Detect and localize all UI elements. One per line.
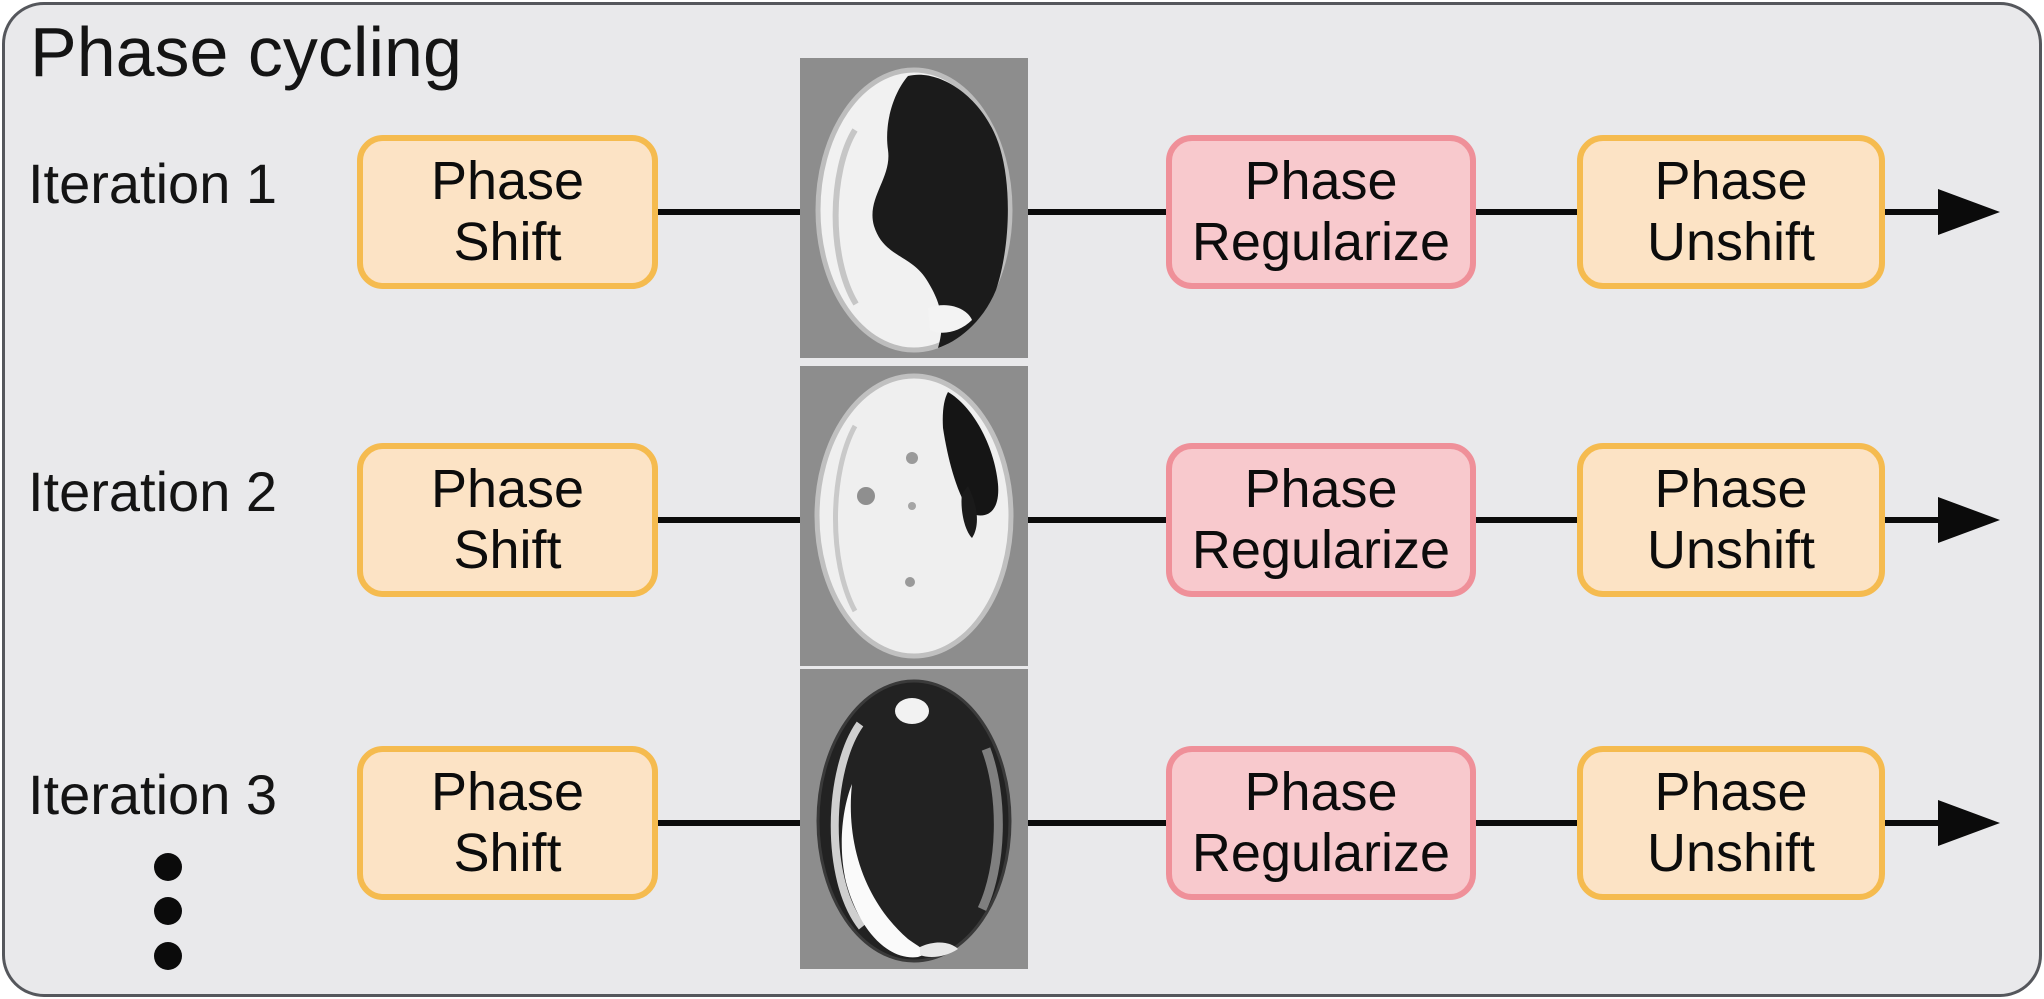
phase-regularize-label-line2: Regularize xyxy=(1191,212,1451,272)
phase-regularize-label-line1: Phase xyxy=(1244,459,1398,519)
phase-regularize-box: Phase Regularize xyxy=(1166,443,1476,597)
phase-shift-label-line1: Phase xyxy=(430,459,585,519)
phase-shift-label-line1: Phase xyxy=(430,151,585,211)
phase-shift-box: Phase Shift xyxy=(357,135,658,289)
brain-phase-map-image-3 xyxy=(800,669,1028,969)
ellipsis-dot xyxy=(154,897,182,925)
brain-phase-map-image-2 xyxy=(800,366,1028,666)
phase-unshift-box: Phase Unshift xyxy=(1577,135,1885,289)
phase-unshift-label-line2: Unshift xyxy=(1646,520,1816,580)
phase-shift-label-line1: Phase xyxy=(430,762,585,822)
phase-regularize-label-line2: Regularize xyxy=(1191,823,1451,883)
ellipsis-dot xyxy=(154,942,182,970)
arrow-right-icon xyxy=(1938,800,2000,846)
flow-line xyxy=(1476,820,1577,826)
arrow-right-icon xyxy=(1938,497,2000,543)
phase-shift-label-line2: Shift xyxy=(453,823,562,883)
phase-unshift-label-line1: Phase xyxy=(1654,151,1808,211)
flow-line xyxy=(1476,209,1577,215)
flow-line xyxy=(1885,209,1943,215)
phase-unshift-label-line1: Phase xyxy=(1654,762,1808,822)
phase-shift-label-line2: Shift xyxy=(453,520,562,580)
phase-regularize-label-line1: Phase xyxy=(1244,151,1398,211)
flow-line xyxy=(1885,517,1943,523)
brain-phase-map-image-1 xyxy=(800,58,1028,358)
arrow-right-icon xyxy=(1938,189,2000,235)
phase-unshift-label-line2: Unshift xyxy=(1646,212,1816,272)
flow-line xyxy=(1885,820,1943,826)
diagram-title: Phase cycling xyxy=(30,13,462,91)
phase-unshift-label-line1: Phase xyxy=(1654,459,1808,519)
phase-regularize-label-line2: Regularize xyxy=(1191,520,1451,580)
phase-unshift-box: Phase Unshift xyxy=(1577,443,1885,597)
phase-regularize-label-line1: Phase xyxy=(1244,762,1398,822)
ellipsis-dot xyxy=(154,853,182,881)
phase-shift-label-line2: Shift xyxy=(453,212,562,272)
phase-shift-box: Phase Shift xyxy=(357,443,658,597)
phase-regularize-box: Phase Regularize xyxy=(1166,746,1476,900)
iteration-3-label: Iteration 3 xyxy=(28,763,278,826)
iteration-1-label: Iteration 1 xyxy=(28,152,278,215)
flow-line xyxy=(1476,517,1577,523)
phase-unshift-label-line2: Unshift xyxy=(1646,823,1816,883)
phase-shift-box: Phase Shift xyxy=(357,746,658,900)
phase-unshift-box: Phase Unshift xyxy=(1577,746,1885,900)
iteration-2-label: Iteration 2 xyxy=(28,460,278,523)
phase-regularize-box: Phase Regularize xyxy=(1166,135,1476,289)
